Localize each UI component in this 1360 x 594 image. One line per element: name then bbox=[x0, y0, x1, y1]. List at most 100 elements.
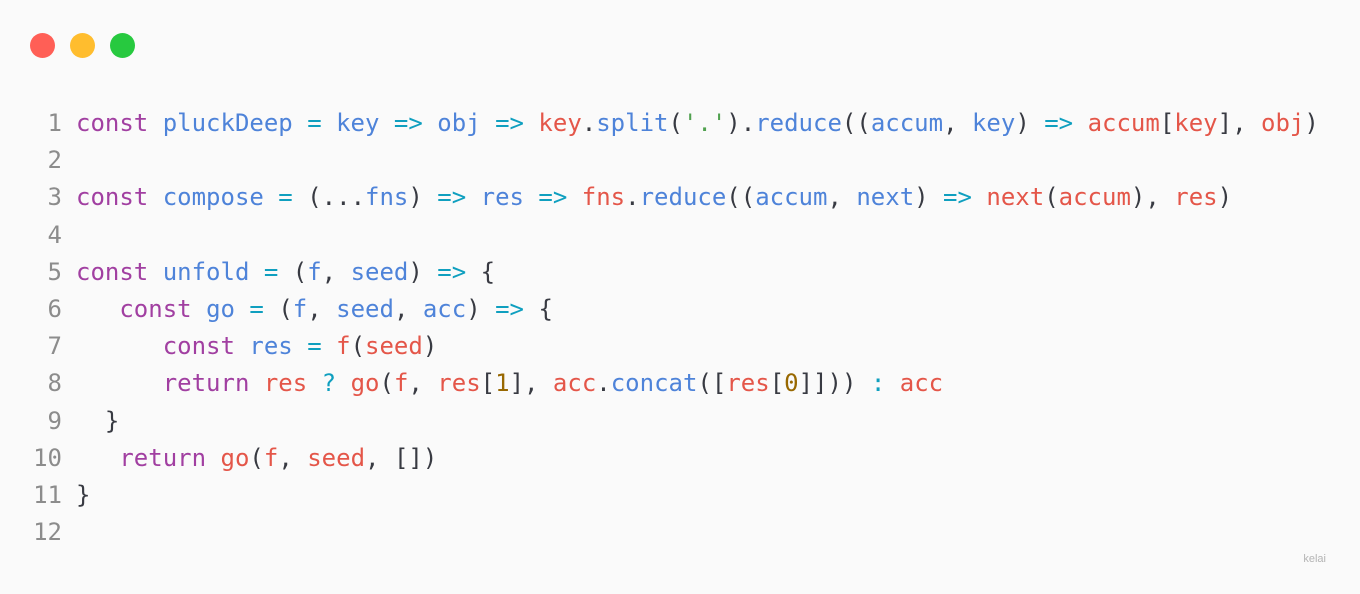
code-token: 0 bbox=[784, 369, 799, 398]
code-line: 8 return res ? go(f, res[1], acc.concat(… bbox=[0, 365, 1319, 402]
code-token bbox=[76, 444, 119, 472]
code-token: accum bbox=[1058, 183, 1131, 212]
line-source: const compose = (...fns) => res => fns.r… bbox=[76, 179, 1232, 216]
line-number: 11 bbox=[33, 480, 62, 509]
code-token: : bbox=[856, 369, 900, 398]
code-token: fns bbox=[581, 183, 626, 212]
code-token: [ bbox=[480, 369, 496, 398]
code-token: go bbox=[350, 369, 380, 398]
code-token: accum bbox=[870, 109, 944, 137]
code-token: => bbox=[379, 109, 438, 137]
code-token: f bbox=[292, 294, 308, 323]
code-token bbox=[76, 369, 163, 397]
maximize-button[interactable] bbox=[110, 33, 135, 58]
code-token: seed bbox=[336, 294, 394, 323]
code-token: => bbox=[422, 257, 481, 286]
code-token: accum bbox=[755, 183, 828, 212]
code-token: ) bbox=[422, 332, 438, 361]
code-token: . bbox=[596, 369, 611, 398]
code-token: , bbox=[278, 443, 308, 472]
code-token: = bbox=[292, 332, 337, 361]
code-token: split bbox=[596, 109, 669, 137]
code-token: unfold bbox=[162, 257, 250, 286]
window-controls bbox=[30, 33, 135, 58]
code-token: res bbox=[249, 332, 293, 361]
code-token: f bbox=[307, 257, 322, 286]
code-token: , bbox=[827, 183, 857, 212]
code-token: ) bbox=[466, 294, 481, 323]
code-token: ? bbox=[307, 369, 351, 398]
code-token: obj bbox=[437, 109, 481, 137]
code-token: go bbox=[220, 443, 250, 472]
code-token: ([ bbox=[697, 369, 727, 398]
code-token: ], bbox=[509, 369, 553, 398]
code-token: = bbox=[234, 294, 279, 323]
code-token: const bbox=[76, 109, 163, 137]
code-line: 5 const unfold = (f, seed) => { bbox=[0, 254, 1319, 291]
line-number: 2 bbox=[47, 146, 62, 175]
code-line: 2 bbox=[0, 142, 1319, 179]
watermark: kelai bbox=[1303, 553, 1326, 565]
code-token: , bbox=[365, 443, 394, 472]
minimize-button[interactable] bbox=[70, 33, 95, 58]
line-number: 4 bbox=[47, 220, 62, 249]
code-line: 6 const go = (f, seed, acc) => { bbox=[0, 291, 1319, 328]
code-token: => bbox=[480, 294, 539, 323]
code-token: { bbox=[480, 257, 496, 286]
line-source: const pluckDeep = key => obj => key.spli… bbox=[76, 105, 1319, 142]
code-token: accum bbox=[1087, 109, 1160, 137]
line-number: 1 bbox=[47, 109, 62, 137]
code-token: . bbox=[581, 109, 597, 137]
line-source: return go(f, seed, []) bbox=[76, 440, 437, 477]
code-line: 4 bbox=[0, 217, 1319, 254]
code-token: => bbox=[523, 183, 582, 212]
code-token: key bbox=[971, 109, 1016, 137]
code-token: ], bbox=[1217, 109, 1261, 137]
code-token: => bbox=[422, 183, 481, 212]
code-token: ( bbox=[292, 257, 308, 286]
code-token: const bbox=[76, 257, 163, 286]
code-token: { bbox=[538, 294, 553, 323]
code-line: 10 return go(f, seed, []) bbox=[0, 440, 1319, 477]
code-token: , bbox=[321, 257, 351, 286]
line-source: } bbox=[76, 477, 90, 514]
code-token: , bbox=[307, 294, 337, 323]
code-token: pluckDeep bbox=[162, 109, 293, 137]
line-source: } bbox=[76, 403, 119, 440]
code-token: res bbox=[437, 369, 481, 398]
code-token: next bbox=[986, 183, 1045, 212]
code-token: } bbox=[76, 406, 120, 435]
close-button[interactable] bbox=[30, 33, 55, 58]
code-token: key bbox=[336, 109, 380, 137]
line-number: 12 bbox=[33, 518, 62, 547]
code-token: res bbox=[726, 369, 770, 398]
code-line: 12 bbox=[0, 514, 1319, 551]
code-token: => bbox=[928, 183, 987, 212]
code-token: . bbox=[625, 183, 640, 212]
code-token: acc bbox=[899, 369, 944, 398]
code-token: f bbox=[263, 443, 279, 472]
code-token: ( bbox=[350, 332, 366, 361]
line-source: const go = (f, seed, acc) => { bbox=[76, 291, 553, 328]
code-token: acc bbox=[552, 369, 597, 398]
code-token: next bbox=[856, 183, 915, 212]
code-token: (... bbox=[307, 183, 366, 212]
code-token: concat bbox=[610, 369, 698, 398]
code-token: f bbox=[336, 332, 351, 361]
code-token: ( bbox=[1044, 183, 1059, 212]
code-token: } bbox=[76, 480, 91, 509]
code-token: const bbox=[162, 332, 250, 361]
code-token: ), bbox=[1130, 183, 1175, 212]
line-number: 5 bbox=[47, 257, 62, 286]
code-token: []) bbox=[393, 443, 438, 472]
code-token: ]])) bbox=[798, 369, 857, 398]
code-token: key bbox=[1174, 109, 1218, 137]
code-token: ) bbox=[408, 257, 423, 286]
code-token: return bbox=[119, 443, 221, 472]
line-source: const unfold = (f, seed) => { bbox=[76, 254, 495, 291]
code-token: = bbox=[249, 257, 293, 286]
code-token: const bbox=[76, 183, 163, 212]
code-token: = bbox=[292, 109, 337, 137]
